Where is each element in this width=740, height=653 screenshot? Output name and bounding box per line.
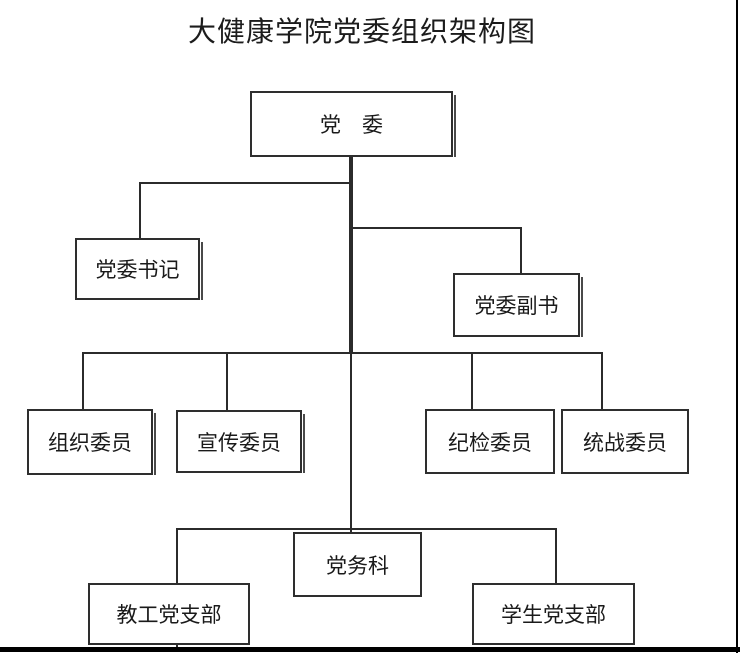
- connector-drop-publicity-member: [226, 352, 228, 410]
- node-faculty-party-branch: 教工党支部: [88, 583, 250, 645]
- node-party-secretary: 党委书记: [75, 238, 203, 300]
- node-student-party-branch: 学生党支部: [472, 583, 635, 645]
- connector-drop-discipline-member: [471, 352, 473, 409]
- connector-level2-left-horizontal: [140, 182, 351, 184]
- node-organization-member-label: 组织委员: [48, 431, 132, 455]
- connector-trunk-upper: [349, 157, 353, 354]
- node-united-front-member-label: 统战委员: [583, 430, 667, 455]
- node-party-committee: 党 委: [250, 91, 456, 157]
- node-deputy-party-secretary-label: 党委副书: [474, 294, 559, 318]
- connector-trunk-lower: [350, 354, 352, 532]
- page-title: 大健康学院党委组织架构图: [187, 17, 536, 48]
- node-organization-member: 组织委员: [27, 409, 156, 475]
- node-discipline-member-label: 纪检委员: [448, 430, 532, 455]
- node-publicity-member: 宣传委员: [176, 410, 305, 473]
- connector-drop-student-branch: [555, 528, 557, 583]
- connector-drop-secretary: [139, 182, 141, 238]
- node-discipline-member: 纪检委员: [425, 409, 555, 474]
- connector-level2-right-horizontal: [351, 227, 522, 229]
- node-party-affairs-office-label: 党务科: [326, 553, 389, 578]
- node-party-committee-label: 党 委: [320, 113, 383, 137]
- node-party-secretary-label: 党委书记: [95, 258, 180, 282]
- connector-drop-deputy-secretary: [520, 227, 522, 273]
- connector-drop-united-front-member: [601, 352, 603, 409]
- connector-level4-horizontal: [177, 528, 557, 530]
- node-party-affairs-office: 党务科: [293, 532, 422, 597]
- page-right-border: [736, 0, 738, 653]
- connector-drop-faculty-branch: [176, 528, 178, 583]
- node-faculty-party-branch-label: 教工党支部: [116, 603, 222, 627]
- page-bottom-border: [0, 647, 740, 652]
- connector-drop-organization-member: [82, 352, 84, 409]
- connector-level3-horizontal: [82, 352, 603, 354]
- node-united-front-member: 统战委员: [561, 409, 689, 474]
- node-deputy-party-secretary: 党委副书: [453, 273, 583, 337]
- connector-tick-below-faculty-branch: [176, 644, 178, 649]
- node-student-party-branch-label: 学生党支部: [501, 603, 606, 627]
- node-publicity-member-label: 宣传委员: [197, 430, 281, 455]
